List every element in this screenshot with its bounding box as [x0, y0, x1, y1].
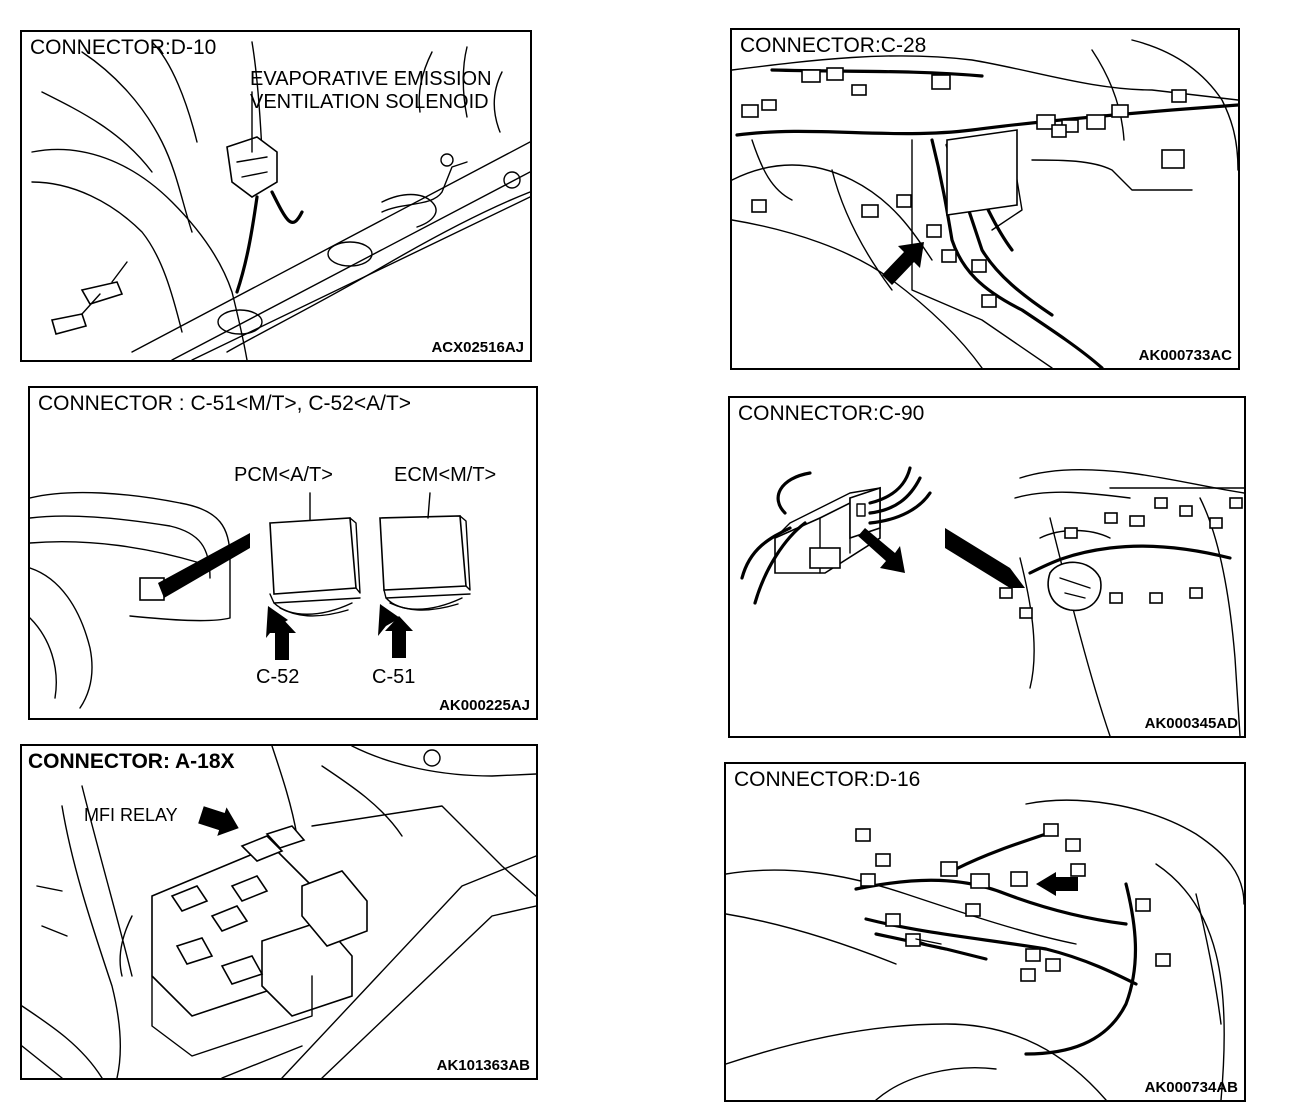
panel-connector-c51-c52: CONNECTOR : C-51<M/T>, C-52<A/T> PCM<A/T… [28, 386, 538, 720]
ecm-label: ECM<M/T> [394, 464, 497, 486]
c90-figure-code: AK000345AD [1144, 715, 1238, 732]
ecm-module [379, 515, 471, 611]
a18x-figure-code: AK101363AB [436, 1057, 530, 1074]
c52-label: C-52 [256, 666, 300, 688]
panel-connector-c90: CONNECTOR:C-90 AK000345AD [728, 396, 1246, 738]
d16-title: CONNECTOR:D-16 [734, 768, 921, 791]
d10-title: CONNECTOR:D-10 [30, 36, 217, 59]
panel-connector-a18x: CONNECTOR: A-18X MFI RELAY AK101363AB [20, 744, 538, 1080]
panel-connector-c28: CONNECTOR:C-28 AK000733AC [730, 28, 1240, 370]
c51-illustration [30, 491, 471, 709]
d10-component-label-line2: VENTILATION SOLENOID [250, 91, 489, 113]
d10-illustration [31, 41, 530, 360]
pcm-label: PCM<A/T> [234, 464, 333, 486]
c28-figure-code: AK000733AC [1138, 347, 1232, 364]
c90-illustration [740, 466, 1244, 736]
c28-illustration [732, 39, 1238, 368]
d16-illustration [726, 799, 1244, 1100]
c51-label: C-51 [372, 666, 416, 688]
d10-figure-code: ACX02516AJ [431, 339, 524, 356]
c90-title: CONNECTOR:C-90 [738, 402, 925, 425]
c28-title: CONNECTOR:C-28 [740, 34, 927, 57]
c51-figure-code: AK000225AJ [439, 697, 530, 714]
c51-title: CONNECTOR : C-51<M/T>, C-52<A/T> [38, 392, 412, 415]
d16-figure-code: AK000734AB [1144, 1079, 1238, 1096]
a18x-title: CONNECTOR: A-18X [28, 750, 235, 773]
panel-connector-d10: CONNECTOR:D-10 EVAPORATIVE EMISSION VENT… [20, 30, 532, 362]
a18x-illustration [22, 746, 536, 1078]
mfi-relay-label: MFI RELAY [84, 805, 178, 825]
panel-connector-d16: CONNECTOR:D-16 AK000734AB [724, 762, 1246, 1102]
d10-component-label-line1: EVAPORATIVE EMISSION [250, 68, 492, 90]
pcm-module [269, 517, 361, 617]
